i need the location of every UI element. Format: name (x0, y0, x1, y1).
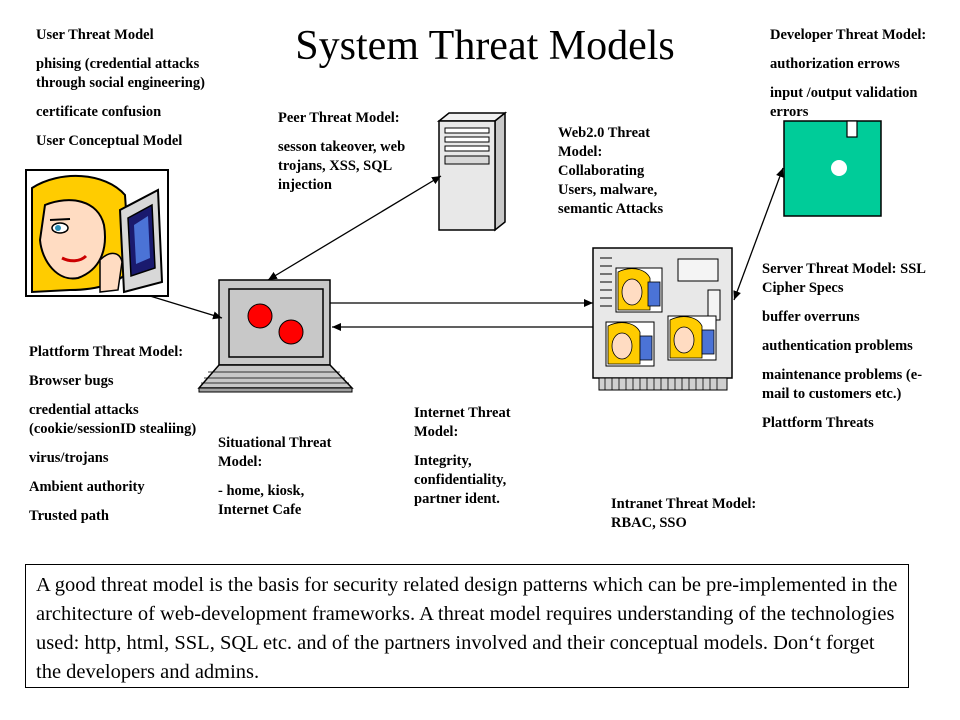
laptop-illustration (197, 279, 354, 393)
intranet-threat-model: Intranet Threat Model: RBAC, SSO (611, 495, 781, 533)
platform-threat-item: Trusted path (29, 508, 109, 524)
situational-threat-model: Situational Threat Model: - home, kiosk,… (218, 434, 358, 530)
server-threat-item: authentication problems (762, 338, 913, 354)
server-threat-item: maintenance problems (e-mail to customer… (762, 367, 923, 402)
user-illustration (25, 169, 169, 297)
developer-threat-item: input /output validation errors (770, 85, 918, 120)
arrow-laptop-peer (267, 175, 442, 281)
user-threat-item: certificate confusion (36, 104, 162, 120)
server-threat-item: Plattform Threats (762, 415, 874, 431)
arrow-user-laptop (149, 295, 223, 320)
developer-threat-model: Developer Threat Model: authorization er… (770, 26, 955, 132)
internet-threat-heading: Internet Threat Model: (414, 405, 511, 440)
floppy-disk-illustration (783, 120, 882, 217)
developer-threat-heading: Developer Threat Model: (770, 27, 927, 43)
intranet-threat-text: Intranet Threat Model: RBAC, SSO (611, 496, 757, 531)
user-threat-item: phising (credential attacks through soci… (36, 56, 205, 91)
web-server-illustration (592, 247, 733, 391)
platform-threat-heading: Plattform Threat Model: (29, 344, 184, 360)
user-threat-item: User Conceptual Model (36, 133, 183, 149)
summary-caption: A good threat model is the basis for sec… (25, 564, 909, 688)
situational-threat-heading: Situational Threat Model: (218, 435, 332, 470)
user-threat-model: User Threat Model phising (credential at… (36, 26, 246, 161)
peer-threat-model: Peer Threat Model: sesson takeover, web … (278, 109, 408, 205)
platform-threat-item: Ambient authority (29, 479, 145, 495)
page-title: System Threat Models (295, 23, 675, 69)
platform-threat-model: Plattform Threat Model: Browser bugs cre… (29, 343, 224, 536)
peer-threat-heading: Peer Threat Model: (278, 110, 400, 126)
platform-threat-item: credential attacks (cookie/sessionID ste… (29, 402, 197, 437)
server-threat-heading: Server Threat Model: SSL Cipher Specs (762, 261, 926, 296)
developer-threat-item: authorization errows (770, 56, 900, 72)
web20-threat-model: Web2.0 Threat Model: Collaborating Users… (558, 124, 683, 229)
user-threat-heading: User Threat Model (36, 27, 154, 43)
server-threat-item: buffer overruns (762, 309, 860, 325)
arrow-server-developer (733, 167, 784, 301)
platform-threat-item: virus/trojans (29, 450, 109, 466)
server-threat-model: Server Threat Model: SSL Cipher Specs bu… (762, 260, 932, 443)
web20-threat-text: Web2.0 Threat Model: Collaborating Users… (558, 125, 664, 217)
peer-server-illustration (436, 111, 508, 232)
platform-threat-item: Browser bugs (29, 373, 114, 389)
internet-threat-body: Integrity, confidentiality, partner iden… (414, 453, 507, 507)
internet-threat-model: Internet Threat Model: Integrity, confid… (414, 404, 534, 519)
situational-threat-body: - home, kiosk, Internet Cafe (218, 483, 305, 518)
peer-threat-body: sesson takeover, web trojans, XSS, SQL i… (278, 139, 406, 193)
